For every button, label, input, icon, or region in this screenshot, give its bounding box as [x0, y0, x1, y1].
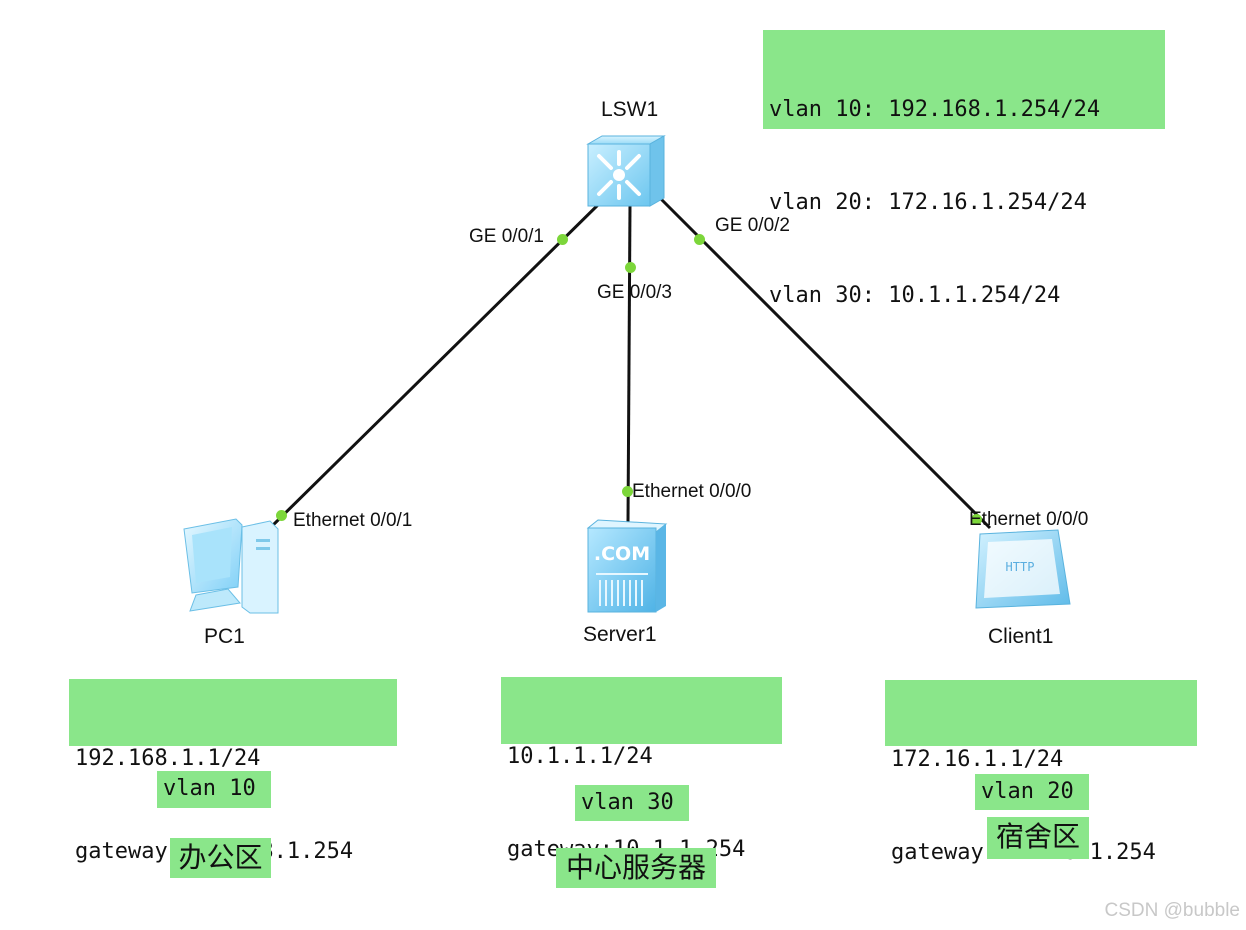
server-ip-note: 10.1.1.1/24 gateway:10.1.1.254 — [501, 677, 782, 862]
pc-ip: 192.168.1.1/24 — [75, 746, 261, 771]
switch-name: LSW1 — [601, 98, 659, 121]
switch-icon[interactable] — [584, 134, 668, 210]
client-vlan-label: vlan 20 — [975, 774, 1089, 810]
watermark: CSDN @bubble — [1104, 900, 1240, 921]
client-zone-label: 宿舍区 — [987, 817, 1089, 859]
vlan-line-1: vlan 10: 192.168.1.254/24 — [769, 97, 1101, 122]
link-lsw1-client1 — [658, 196, 992, 530]
port-label-ge003: GE 0/0/3 — [597, 282, 672, 303]
vlan-line-2: vlan 20: 172.16.1.254/24 — [769, 190, 1087, 215]
client-badge: HTTP — [1006, 560, 1035, 574]
pc-name: PC1 — [204, 625, 245, 648]
port-label-ge001: GE 0/0/1 — [469, 226, 544, 247]
port-dot-ge001 — [557, 234, 568, 245]
server-name: Server1 — [583, 623, 657, 646]
link-lsw1-server1 — [626, 204, 632, 523]
server-zone-label: 中心服务器 — [556, 848, 716, 888]
link-lsw1-pc1 — [266, 196, 607, 532]
server-vlan-label: vlan 30 — [575, 785, 689, 821]
pc-vlan-label: vlan 10 — [157, 771, 271, 808]
port-dot-pc-eth — [276, 510, 287, 521]
server-port-label: Ethernet 0/0/0 — [632, 481, 752, 502]
port-dot-client-eth — [971, 514, 982, 525]
server-ip: 10.1.1.1/24 — [507, 744, 653, 769]
client-ip: 172.16.1.1/24 — [891, 747, 1064, 772]
client-name: Client1 — [988, 625, 1054, 648]
port-label-ge002: GE 0/0/2 — [715, 215, 790, 236]
http-client-icon[interactable]: HTTP — [974, 528, 1074, 610]
pc-icon[interactable] — [170, 515, 280, 615]
server-icon[interactable]: .COM — [586, 518, 670, 614]
vlan-line-3: vlan 30: 10.1.1.254/24 — [769, 283, 1061, 308]
server-badge: .COM — [594, 543, 650, 565]
vlan-interface-note: vlan 10: 192.168.1.254/24 vlan 20: 172.1… — [763, 30, 1165, 308]
port-dot-ge002 — [694, 234, 705, 245]
port-dot-ge003 — [625, 262, 636, 273]
client-port-label: Ethernet 0/0/0 — [969, 509, 1089, 530]
pc-zone-label: 办公区 — [170, 838, 271, 878]
client-ip-note: 172.16.1.1/24 gateway:172.16.1.254 — [885, 680, 1197, 865]
pc-ip-note: 192.168.1.1/24 gateway:192.168.1.254 — [69, 679, 397, 864]
port-dot-server-eth — [622, 486, 633, 497]
pc-port-label: Ethernet 0/0/1 — [293, 510, 413, 531]
